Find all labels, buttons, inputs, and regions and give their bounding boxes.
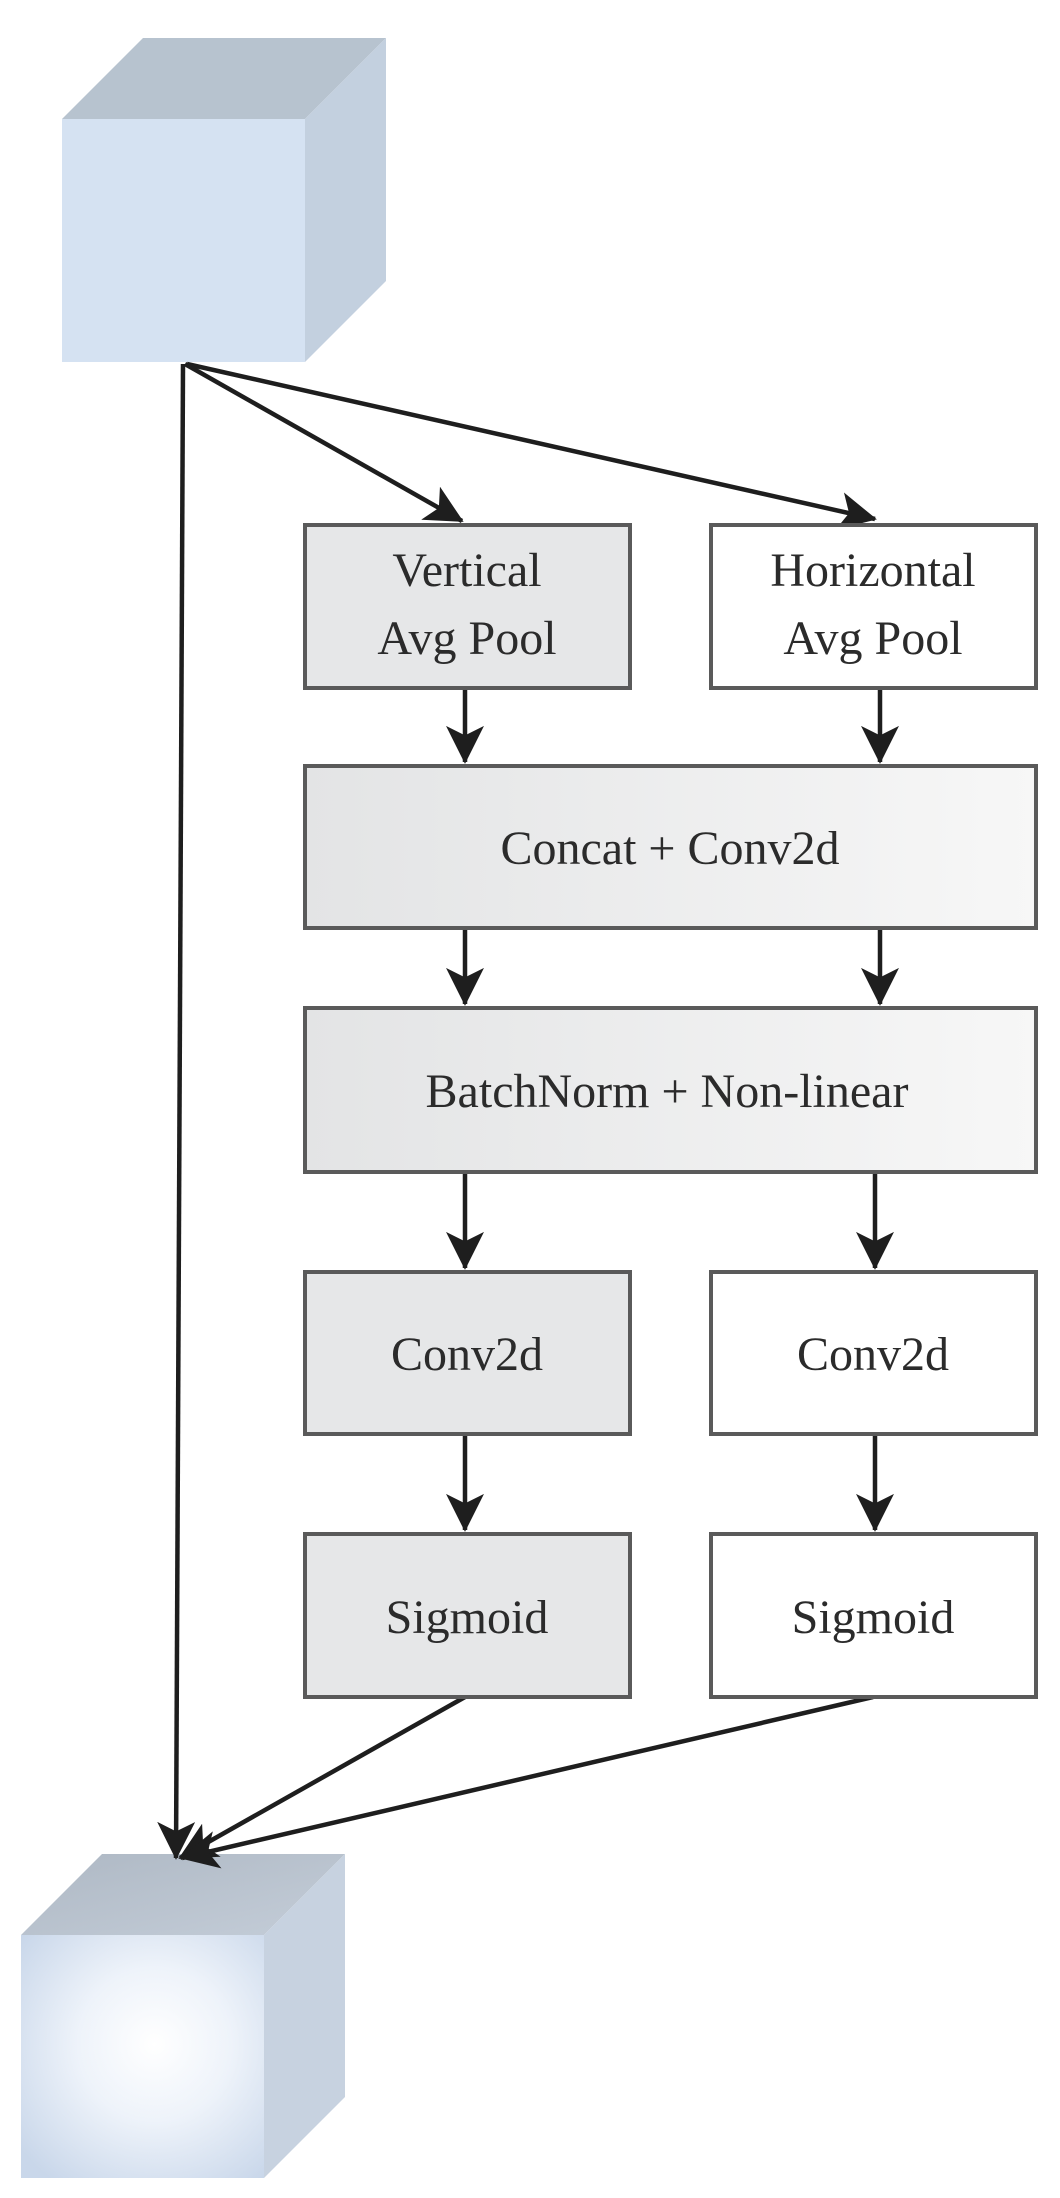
- horizontal-avg-pool-rect: [709, 523, 1038, 690]
- batchnorm-nonlinear-label: BatchNorm + Non-linear: [426, 1065, 909, 1118]
- sigmoid-left-label: Sigmoid: [386, 1591, 549, 1644]
- input-cube-front-face: [62, 119, 305, 362]
- conv2d-right-rect: [709, 1270, 1038, 1436]
- output-cube-top-face: [21, 1854, 345, 1935]
- arrows: [157, 361, 899, 1869]
- conv2d-right-label: Conv2d: [797, 1328, 949, 1381]
- output-cube-front-face: [21, 1935, 264, 2178]
- concat-conv2d-rect: [303, 764, 1038, 930]
- input-feature-cube: [62, 38, 386, 362]
- sigmoid-right-rect: [709, 1532, 1038, 1699]
- horizontal-avg-pool-label-line2: Avg Pool: [783, 612, 962, 665]
- sigmoid-left-box: Sigmoid: [303, 1532, 632, 1699]
- horizontal-avg-pool-box: Horizontal Avg Pool: [709, 523, 1038, 690]
- sigmoid-left-rect: [303, 1532, 632, 1699]
- conv2d-left-label: Conv2d: [391, 1328, 543, 1381]
- vertical-avg-pool-box: Vertical Avg Pool: [303, 523, 632, 690]
- concat-conv2d-box: Concat + Conv2d: [303, 764, 1038, 930]
- concat-conv2d-label: Concat + Conv2d: [500, 822, 839, 875]
- conv2d-left-box: Conv2d: [303, 1270, 632, 1436]
- vertical-avg-pool-rect: [303, 523, 632, 690]
- output-feature-cube: [21, 1854, 345, 2178]
- arrow-sigmoid-right-to-output: [180, 1694, 874, 1869]
- input-cube-top-face: [62, 38, 386, 119]
- batchnorm-nonlinear-rect: [303, 1006, 1038, 1174]
- conv2d-right-box: Conv2d: [709, 1270, 1038, 1436]
- batchnorm-nonlinear-box: BatchNorm + Non-linear: [303, 1006, 1038, 1174]
- vertical-avg-pool-label-line1: Vertical: [392, 544, 541, 597]
- vertical-avg-pool-label-line2: Avg Pool: [377, 612, 556, 665]
- horizontal-avg-pool-label-line1: Horizontal: [770, 544, 975, 597]
- output-cube-side-face: [264, 1854, 345, 2178]
- arrow-input-to-output: [157, 363, 196, 1860]
- arrow-sigmoid-left-to-output: [178, 1695, 467, 1860]
- input-cube-side-face: [305, 38, 386, 362]
- sigmoid-right-box: Sigmoid: [709, 1532, 1038, 1699]
- sigmoid-right-label: Sigmoid: [792, 1591, 955, 1644]
- arrow-input-to-vertical-pool: [183, 362, 464, 523]
- conv2d-left-rect: [303, 1270, 632, 1436]
- arrow-input-to-horizontal-pool: [186, 361, 877, 530]
